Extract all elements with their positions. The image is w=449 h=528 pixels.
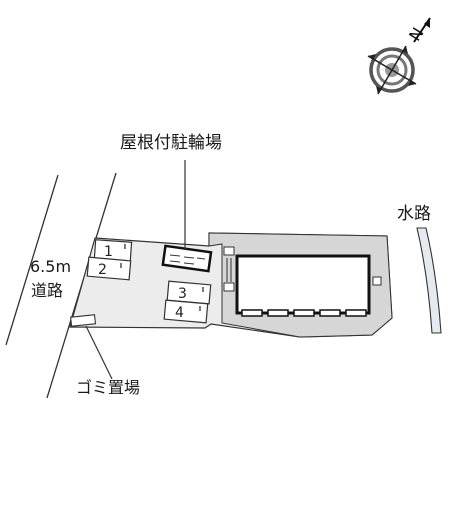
building xyxy=(235,254,371,315)
parking-space-2-label: 2 xyxy=(98,262,107,278)
road-width-label: 6.5m xyxy=(30,257,72,276)
bicycle-marks xyxy=(169,254,206,265)
waterway-channel xyxy=(416,227,442,334)
garbage-label: ゴミ置場 xyxy=(76,378,141,397)
parking-space-4-label: 4 xyxy=(175,305,184,321)
parking-space-2: 2 xyxy=(86,256,132,281)
building-balconies xyxy=(241,309,367,317)
parking-space-4: 4 xyxy=(163,299,209,324)
parking-space-3-label: 3 xyxy=(178,286,187,302)
garbage-station xyxy=(70,314,97,327)
parking-space-1-label: 1 xyxy=(104,244,113,260)
compass-icon: N xyxy=(367,17,431,95)
bicycle-parking-label: 屋根付駐輪場 xyxy=(120,133,222,153)
waterway-label: 水路 xyxy=(397,204,431,224)
road-edge-left xyxy=(5,174,59,346)
garbage-label-leader xyxy=(85,325,113,380)
road-label: 道路 xyxy=(31,281,64,300)
building-fixtures xyxy=(223,246,382,292)
bicycle-parking-roof xyxy=(161,244,213,273)
